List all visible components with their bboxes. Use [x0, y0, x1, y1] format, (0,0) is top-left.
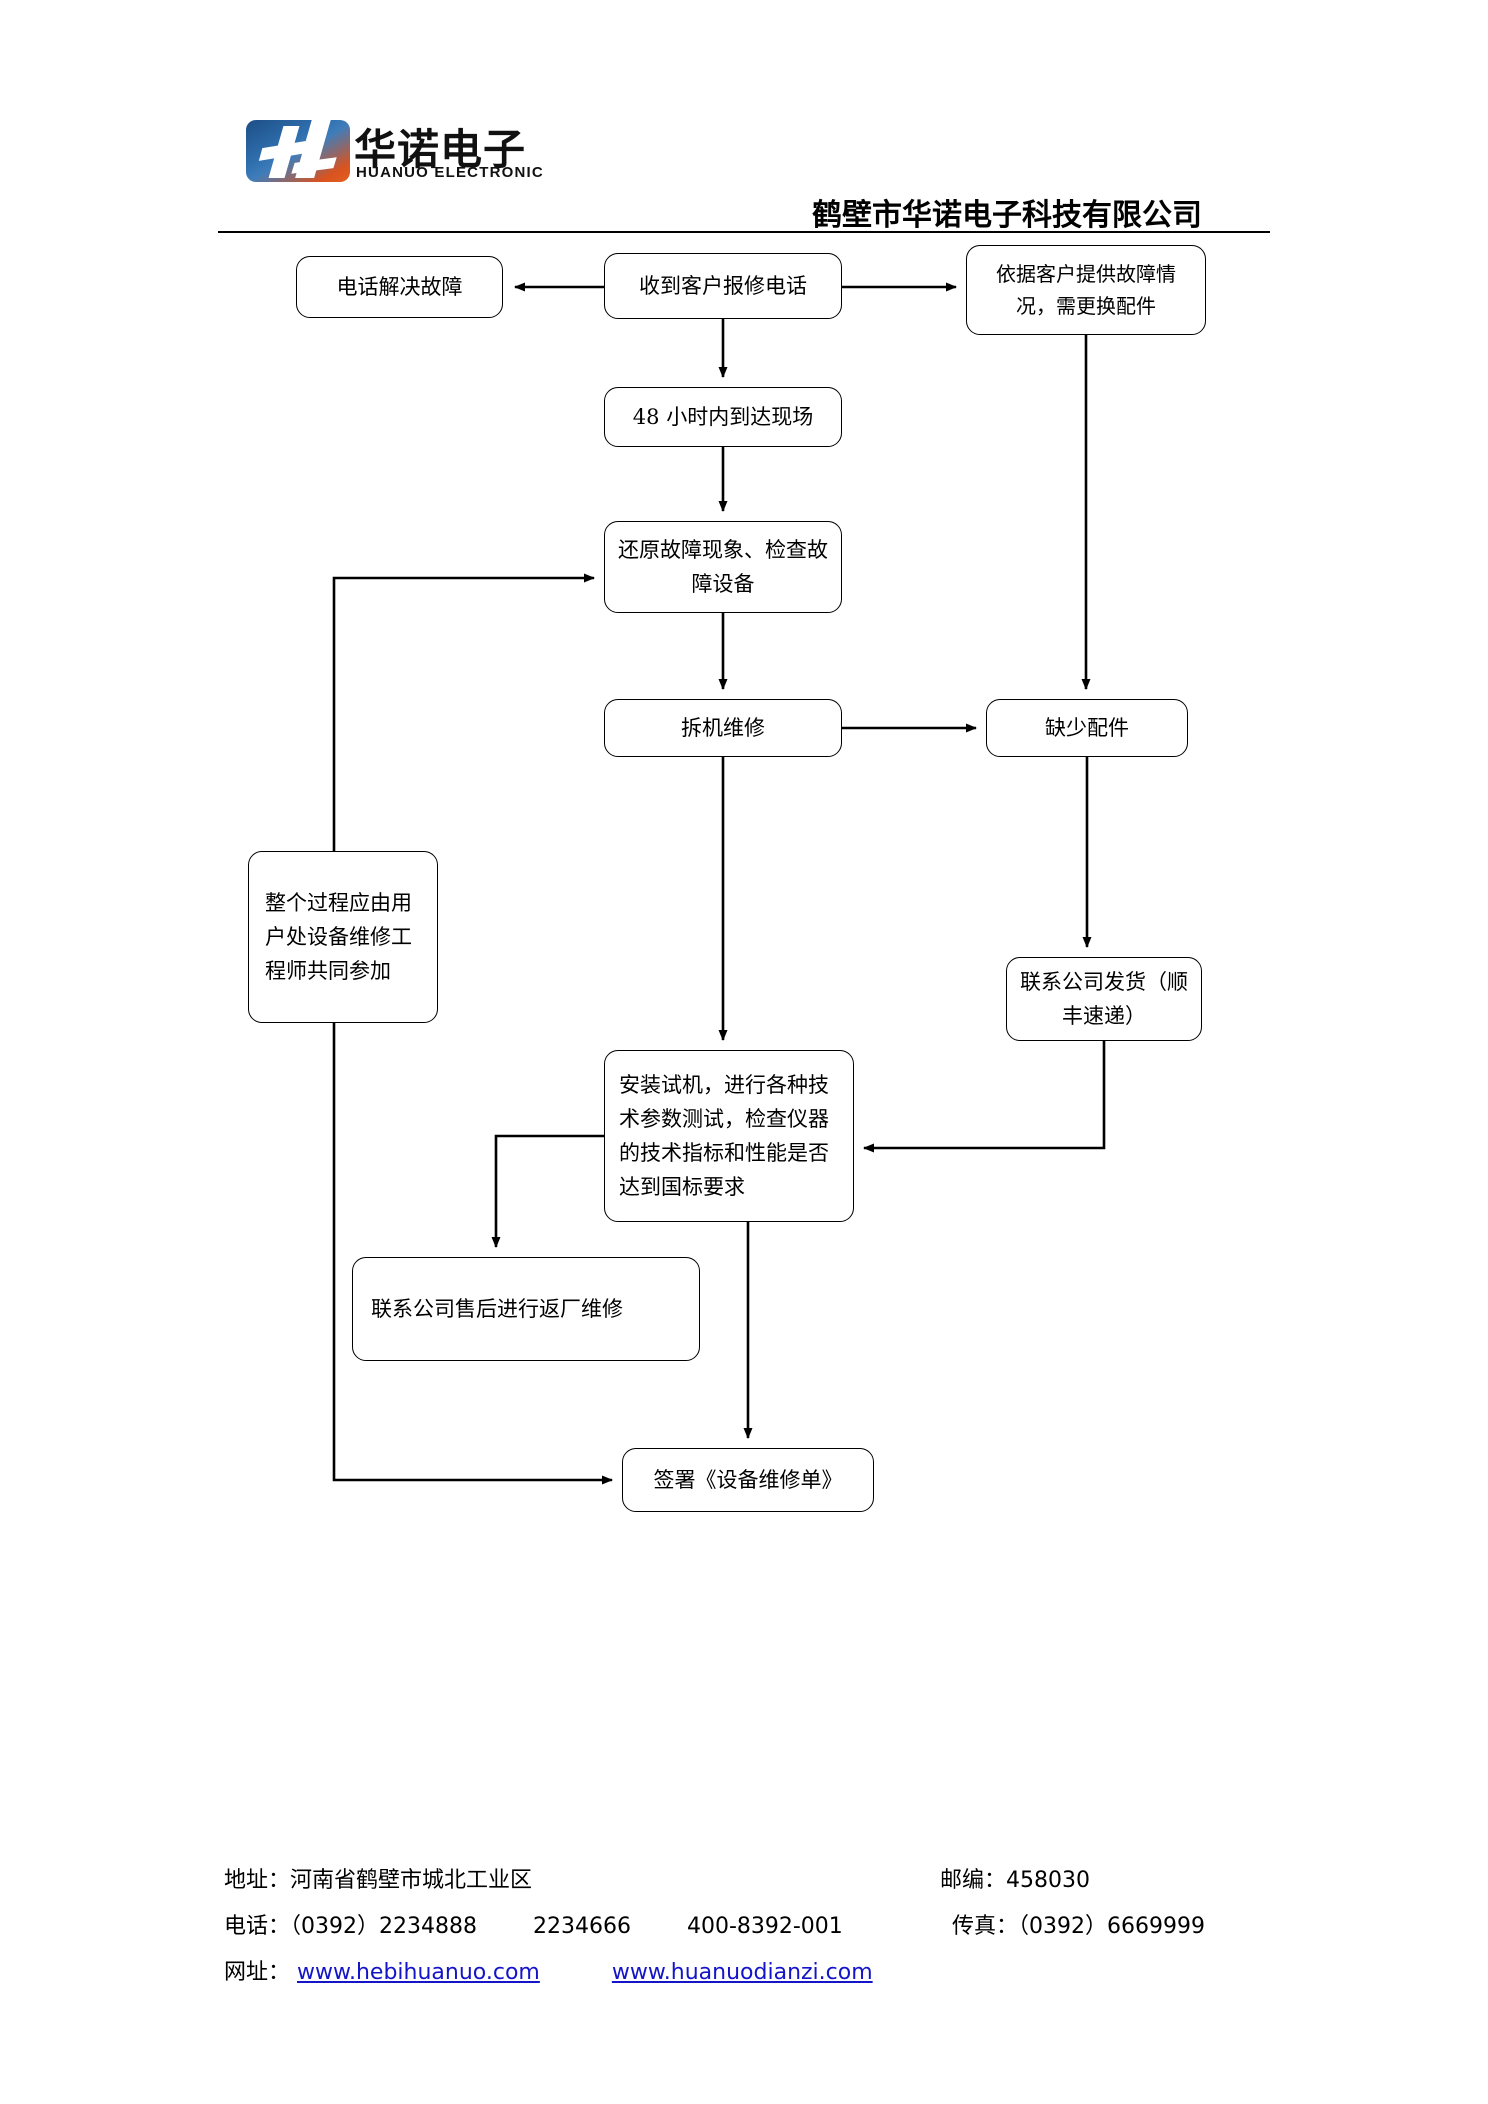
phone-hotline: 400-8392-001: [686, 1914, 843, 1939]
page-footer: 地址：河南省鹤壁市城北工业区 邮编：458030 电话：（0392）223488…: [0, 1862, 1488, 2000]
footer-row-address: 地址：河南省鹤壁市城北工业区 邮编：458030: [0, 1862, 1488, 1908]
node-label: 缺少配件: [1045, 715, 1129, 740]
website-label: 网址：: [224, 1960, 291, 1985]
address-text: 地址：河南省鹤壁市城北工业区: [224, 1868, 533, 1893]
node-disassemble-repair[interactable]: 拆机维修: [604, 699, 842, 757]
node-need-parts[interactable]: 依据客户提供故障情况，需更换配件: [966, 245, 1206, 335]
node-label: 安装试机，进行各种技术参数测试，检查仪器的技术指标和性能是否达到国标要求: [619, 1072, 829, 1200]
phone-text-group: 电话：（0392）2234888 2234666 400-8392-001: [224, 1908, 843, 1940]
node-label: 签署《设备维修单》: [653, 1467, 843, 1492]
website-link-primary[interactable]: www.hebihuanuo.com: [297, 1960, 540, 1985]
node-label: 还原故障现象、检查故障设备: [618, 537, 828, 596]
node-label: 联系公司售后进行返厂维修: [371, 1296, 623, 1321]
logo-chinese-text: 华诺电子: [354, 125, 527, 174]
node-note-engineer-participation[interactable]: 整个过程应由用户处设备维修工程师共同参加: [248, 851, 438, 1023]
node-label: 依据客户提供故障情况，需更换配件: [996, 261, 1176, 318]
logo-english-text: HUANUO ELECTRONIC: [356, 164, 544, 181]
node-label: 收到客户报修电话: [639, 273, 807, 298]
website-link-secondary[interactable]: www.huanuodianzi.com: [611, 1960, 873, 1985]
node-sign-repair-order[interactable]: 签署《设备维修单》: [622, 1448, 874, 1512]
node-phone-fix[interactable]: 电话解决故障: [296, 256, 503, 318]
postcode-text: 邮编：458030: [940, 1868, 1090, 1893]
logo-mark-icon: [246, 120, 350, 182]
node-restore-fault-inspect[interactable]: 还原故障现象、检查故障设备: [604, 521, 842, 613]
node-label: 电话解决故障: [336, 274, 463, 299]
node-label: 拆机维修: [681, 715, 765, 740]
node-receive-call[interactable]: 收到客户报修电话: [604, 253, 842, 319]
node-label: 48 小时内到达现场: [632, 404, 814, 429]
company-logo: 华诺电子 HUANUO ELECTRONIC: [232, 100, 572, 192]
node-install-and-test[interactable]: 安装试机，进行各种技术参数测试，检查仪器的技术指标和性能是否达到国标要求: [604, 1050, 854, 1222]
website-group: 网址： www.hebihuanuo.com www.huanuodianzi.…: [224, 1954, 873, 1986]
node-lack-parts[interactable]: 缺少配件: [986, 699, 1188, 757]
footer-row-phone: 电话：（0392）2234888 2234666 400-8392-001 传真…: [0, 1908, 1488, 1954]
phone-secondary: 2234666: [532, 1914, 631, 1939]
footer-row-website: 网址： www.hebihuanuo.com www.huanuodianzi.…: [0, 1954, 1488, 2000]
fax-text: 传真：（0392）6669999: [952, 1914, 1205, 1939]
phone-primary: 电话：（0392）2234888: [224, 1914, 477, 1939]
node-factory-repair[interactable]: 联系公司售后进行返厂维修: [352, 1257, 700, 1361]
node-label: 整个过程应由用户处设备维修工程师共同参加: [265, 890, 412, 983]
node-label: 联系公司发货（顺丰速递）: [1020, 969, 1188, 1028]
node-contact-company-shipping[interactable]: 联系公司发货（顺丰速递）: [1006, 957, 1202, 1041]
page-title: 鹤壁市华诺电子科技有限公司: [812, 198, 1202, 233]
node-arrive-within-48h[interactable]: 48 小时内到达现场: [604, 387, 842, 447]
header-divider: [218, 231, 1270, 233]
